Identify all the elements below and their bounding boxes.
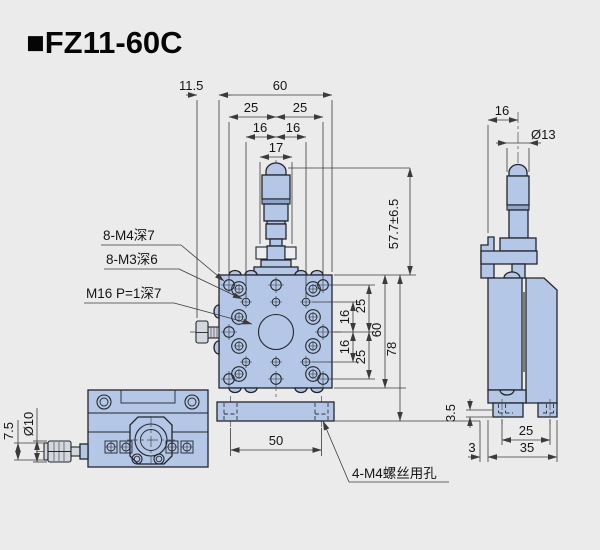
dim-35: 35: [520, 440, 534, 455]
dim-78: 78: [384, 342, 399, 356]
dim-d13: Ø13: [531, 127, 556, 142]
dim-25-side: 25: [519, 423, 533, 438]
dim-17: 17: [269, 140, 283, 155]
micrometer-side: [480, 163, 538, 279]
dim-travel: 57.7±6.5: [386, 199, 401, 250]
dim-25-right: 25: [293, 100, 307, 115]
stage-body-side: [487, 271, 558, 424]
dim-25-upper: 25: [353, 299, 368, 313]
m16-center-hole: [257, 313, 295, 351]
dim-d10: Ø10: [21, 412, 36, 437]
stage-body-top: [87, 389, 209, 468]
micrometer-front: [253, 162, 299, 276]
label-base-holes: 4-M4螺丝用孔: [352, 466, 437, 481]
dim-16-side: 16: [495, 103, 509, 118]
side-knob-top: [43, 440, 89, 463]
dim-3-5: 3.5: [443, 404, 458, 422]
dim-60-top: 60: [273, 78, 287, 93]
dim-11-5: 11.5: [179, 78, 203, 93]
front-view: 11.5 60 25 25 16 16 17 57.7±6.5 16 16 25…: [84, 78, 480, 483]
dim-60-right: 60: [369, 323, 384, 337]
dim-16-left: 16: [253, 120, 267, 135]
top-view: Ø10 7.5: [1, 389, 209, 468]
label-m4: 8-M4深7: [103, 228, 155, 243]
dim-7-5: 7.5: [1, 422, 16, 440]
side-view: 16 Ø13 3.5 25 3 35: [443, 103, 558, 462]
label-m3: 8-M3深6: [106, 252, 158, 267]
dim-25-left: 25: [244, 100, 258, 115]
dim-25-lower: 25: [353, 350, 368, 364]
page-title: ■FZ11-60C: [26, 25, 183, 60]
dim-16-upper: 16: [337, 310, 352, 324]
side-knob-front: [195, 320, 220, 344]
base-plate-front: [216, 401, 335, 422]
dim-3: 3: [468, 440, 475, 455]
hole-pattern: [221, 277, 331, 387]
dim-50: 50: [269, 433, 283, 448]
label-m16: M16 P=1深7: [86, 286, 161, 301]
dim-16-lower: 16: [337, 340, 352, 354]
dim-16-right: 16: [286, 120, 300, 135]
